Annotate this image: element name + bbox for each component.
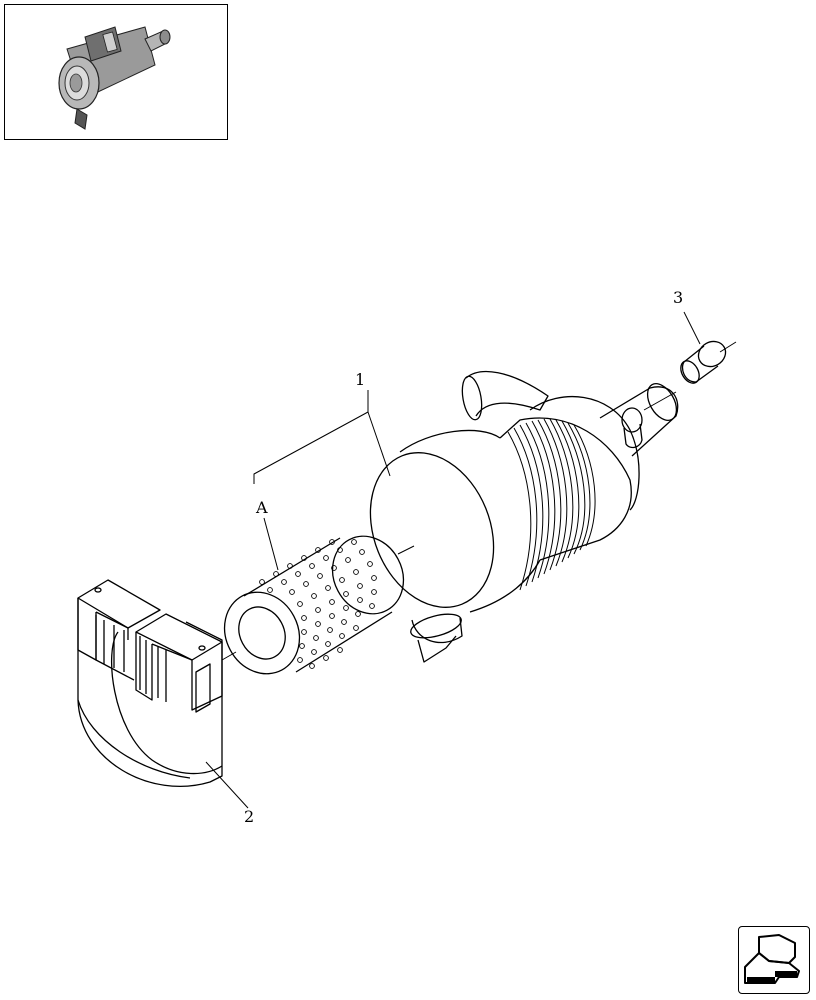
clamp-band [77, 579, 223, 787]
air-cleaner-housing [369, 371, 679, 663]
next-page-arrow-icon [744, 934, 800, 984]
assembly-thumbnail-icon [58, 26, 171, 130]
vacuator-cap [680, 340, 727, 384]
callout-1: 1 [355, 370, 365, 389]
callout-a: A [255, 498, 268, 517]
filter-cartridge [223, 535, 405, 675]
assembly-thumbnail [4, 4, 228, 140]
callout-2: 2 [244, 807, 254, 826]
next-page-button[interactable] [738, 926, 810, 994]
callout-3: 3 [673, 288, 683, 307]
